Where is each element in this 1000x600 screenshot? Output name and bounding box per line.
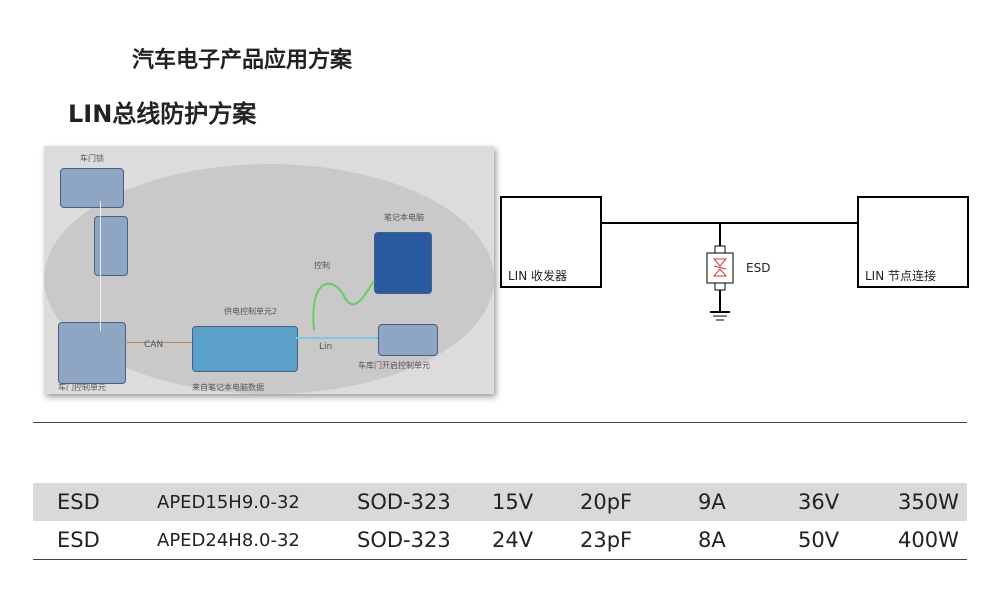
cell-vrwm: 24V [492,528,534,552]
label-door-lock: 车门锁 [80,154,104,163]
table-row: ESD APED15H9.0-32 SOD-323 15V 20pF 9A 36… [33,483,967,521]
label-power-unit: 供电控制单元2 [224,307,278,316]
cell-vc: 36V [798,490,840,514]
lin-wire [296,337,378,339]
label-can: CAN [144,340,164,350]
table-row: ESD APED24H8.0-32 SOD-323 24V 23pF 8A 50… [33,521,967,560]
lin-system-illustration: 车门锁 车门控制单元 CAN 供电控制单元2 来自笔记本电脑数据 Lin 车库门… [44,146,494,394]
cell-ipp: 8A [698,528,726,552]
cell-package: SOD-323 [357,490,451,514]
laptop-device [374,232,432,294]
cell-type: ESD [57,528,100,552]
can-wire [124,342,214,343]
cell-ppp: 350W [898,490,959,514]
cell-vrwm: 15V [492,490,534,514]
cell-type: ESD [57,490,100,514]
cell-part: APED24H8.0-32 [157,529,300,551]
lin-bus-line [600,222,857,224]
cell-ppp: 400W [898,528,959,552]
lin-node-label: LIN 节点连接 [865,269,937,283]
esd-label: ESD [746,261,771,275]
door-lock-device [60,168,124,208]
lin-transceiver-box: LIN 收发器 [500,196,602,288]
label-garage-unit: 车库门开启控制单元 [358,361,430,370]
door-control-device [58,322,126,384]
label-door-unit: 车门控制单元 [58,383,106,392]
wire [100,201,101,331]
cell-ipp: 9A [698,490,726,514]
esd-diode-icon [706,222,734,321]
cell-capacitance: 23pF [580,528,633,552]
garage-control-device [378,324,438,356]
lin-node-box: LIN 节点连接 [857,196,969,288]
control-cable [312,280,375,331]
table-top-border [33,422,967,483]
cell-capacitance: 20pF [580,490,633,514]
power-control-device [192,326,298,372]
label-control: 控制 [314,261,330,270]
cell-part: APED15H9.0-32 [157,491,300,513]
lin-transceiver-label: LIN 收发器 [508,269,568,283]
cell-vc: 50V [798,528,840,552]
cell-package: SOD-323 [357,528,451,552]
label-data-from-laptop: 来自笔记本电脑数据 [192,383,264,392]
product-table: ESD APED15H9.0-32 SOD-323 15V 20pF 9A 36… [33,422,967,560]
page-title: 汽车电子产品应用方案 [132,48,353,73]
latch-device [94,216,128,276]
label-laptop: 笔记本电脑 [384,213,424,222]
label-lin: Lin [319,342,333,352]
section-title: LIN总线防护方案 [68,100,257,128]
